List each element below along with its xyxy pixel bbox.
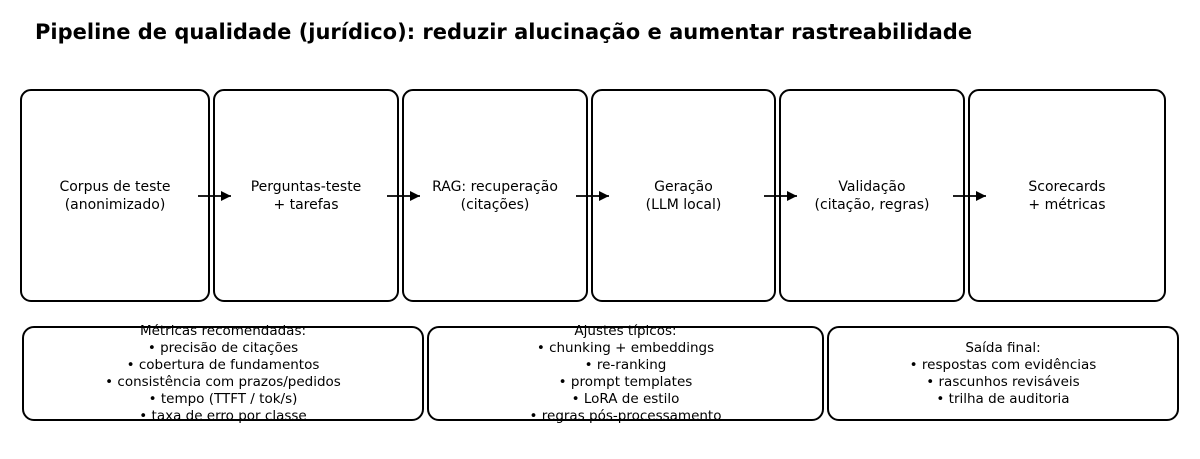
stage-box-validacao: Validação (citação, regras) <box>779 89 965 302</box>
note-item: • respostas com evidências <box>909 356 1097 373</box>
stage-box-scorecards: Scorecards + métricas <box>968 89 1166 302</box>
note-item: • tempo (TTFT / tok/s) <box>148 390 298 407</box>
note-body: Saída final: • respostas com evidências … <box>910 340 1097 408</box>
note-item: • LoRA de estilo <box>571 390 680 407</box>
stage-box-perguntas: Perguntas-teste + tarefas <box>213 89 399 302</box>
note-heading: Ajustes típicos: <box>574 322 677 339</box>
stage-label: Geração (LLM local) <box>645 178 722 213</box>
note-item: • rascunhos revisáveis <box>926 373 1080 390</box>
note-item: • chunking + embeddings <box>536 339 715 356</box>
stage-box-corpus: Corpus de teste (anonimizado) <box>20 89 210 302</box>
note-item: • prompt templates <box>558 373 693 390</box>
note-item: • regras pós-processamento <box>529 407 722 424</box>
note-body: Ajustes típicos: • chunking + embeddings… <box>530 323 722 425</box>
stage-label: Validação (citação, regras) <box>814 178 930 213</box>
stage-label: RAG: recuperação (citações) <box>432 178 558 213</box>
diagram-title: Pipeline de qualidade (jurídico): reduzi… <box>35 20 973 44</box>
note-box-ajustes: Ajustes típicos: • chunking + embeddings… <box>427 323 824 424</box>
stage-label: Corpus de teste (anonimizado) <box>59 178 171 213</box>
note-heading: Saída final: <box>965 339 1041 356</box>
note-body: Métricas recomendadas: • precisão de cit… <box>105 323 341 425</box>
note-item: • trilha de auditoria <box>936 390 1070 407</box>
note-item: • taxa de erro por classe <box>139 407 307 424</box>
note-heading: Métricas recomendadas: <box>139 322 307 339</box>
stage-box-rag: RAG: recuperação (citações) <box>402 89 588 302</box>
stage-label: Perguntas-teste + tarefas <box>250 178 362 213</box>
note-item: • re-ranking <box>584 356 667 373</box>
stage-label: Scorecards + métricas <box>1028 178 1106 213</box>
note-item: • precisão de citações <box>147 339 299 356</box>
note-item: • consistência com prazos/pedidos <box>105 373 341 390</box>
stage-box-geracao: Geração (LLM local) <box>591 89 776 302</box>
note-box-saida: Saída final: • respostas com evidências … <box>827 326 1179 421</box>
note-box-metricas: Métricas recomendadas: • precisão de cit… <box>22 323 424 424</box>
note-item: • cobertura de fundamentos <box>126 356 320 373</box>
